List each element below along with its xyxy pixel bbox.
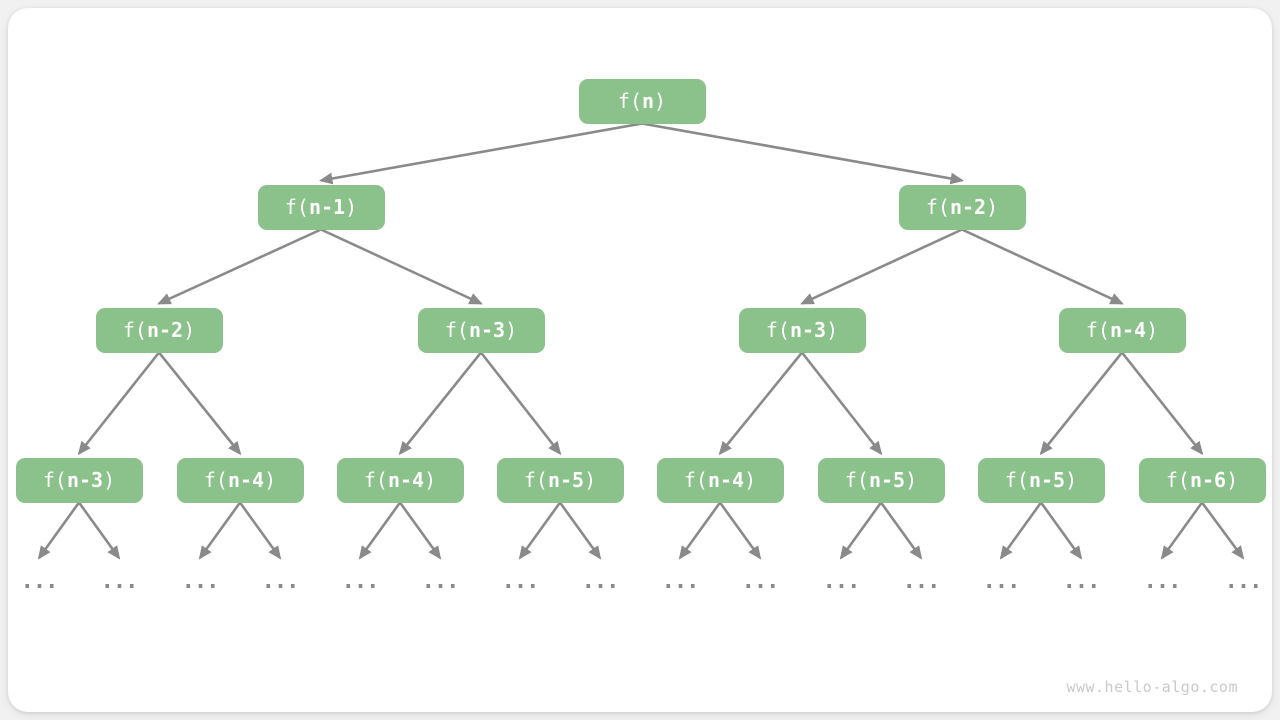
- node-label-argument: n-2: [949, 195, 987, 219]
- node-label-suffix: ): [744, 468, 757, 492]
- node-label-prefix: f(: [1085, 318, 1110, 342]
- node-label-argument: n: [642, 89, 655, 113]
- node-label-prefix: f(: [363, 468, 388, 492]
- node-label-suffix: ): [183, 318, 196, 342]
- node-label-suffix: ): [584, 468, 597, 492]
- node-label-argument: n-3: [468, 318, 506, 342]
- subtree-ellipsis: ...: [661, 569, 700, 594]
- tree-node: f(n-4): [336, 457, 464, 503]
- tree-node: f(n-5): [496, 457, 624, 503]
- subtree-ellipsis: ...: [1143, 569, 1182, 594]
- node-label-suffix: ): [826, 318, 839, 342]
- node-label-suffix: ): [1226, 468, 1239, 492]
- node-label-prefix: f(: [1165, 468, 1190, 492]
- tree-node: f(n-2): [95, 307, 223, 353]
- subtree-ellipsis: ...: [20, 569, 59, 594]
- subtree-ellipsis: ...: [822, 569, 861, 594]
- node-label-suffix: ): [986, 195, 999, 219]
- tree-node: f(n-5): [817, 457, 945, 503]
- watermark: www.hello-algo.com: [1066, 678, 1238, 696]
- tree-node: f(n-3): [738, 307, 866, 353]
- tree-node: f(n-3): [15, 457, 143, 503]
- node-label-suffix: ): [1065, 468, 1078, 492]
- node-label-prefix: f(: [122, 318, 147, 342]
- node-label-argument: n-5: [547, 468, 585, 492]
- node-label-argument: n-4: [227, 468, 265, 492]
- tree-node: f(n-4): [656, 457, 784, 503]
- tree-node: f(n-2): [898, 184, 1026, 230]
- node-label-argument: n-5: [1028, 468, 1066, 492]
- node-label-argument: n-4: [387, 468, 425, 492]
- node-label-suffix: ): [1146, 318, 1159, 342]
- tree-node: f(n-3): [417, 307, 545, 353]
- subtree-ellipsis: ...: [181, 569, 220, 594]
- tree-node: f(n-5): [977, 457, 1105, 503]
- tree-node: f(n-4): [1058, 307, 1186, 353]
- node-label-suffix: ): [905, 468, 918, 492]
- node-label-argument: n-1: [308, 195, 346, 219]
- subtree-ellipsis: ...: [1224, 569, 1263, 594]
- node-label-suffix: ): [345, 195, 358, 219]
- tree-node: f(n): [578, 78, 706, 124]
- node-label-suffix: ): [264, 468, 277, 492]
- node-label-suffix: ): [424, 468, 437, 492]
- tree-node: f(n-6): [1138, 457, 1266, 503]
- node-label-argument: n-3: [789, 318, 827, 342]
- subtree-ellipsis: ...: [902, 569, 941, 594]
- subtree-ellipsis: ...: [501, 569, 540, 594]
- subtree-ellipsis: ...: [982, 569, 1021, 594]
- node-label-prefix: f(: [1004, 468, 1029, 492]
- node-label-prefix: f(: [284, 195, 309, 219]
- node-label-argument: n-2: [146, 318, 184, 342]
- node-label-argument: n-5: [868, 468, 906, 492]
- node-label-argument: n-4: [707, 468, 745, 492]
- node-label-argument: n-3: [66, 468, 104, 492]
- node-label-suffix: ): [505, 318, 518, 342]
- node-label-prefix: f(: [203, 468, 228, 492]
- node-label-suffix: ): [103, 468, 116, 492]
- subtree-ellipsis: ...: [741, 569, 780, 594]
- tree-node: f(n-4): [176, 457, 304, 503]
- node-label-prefix: f(: [42, 468, 67, 492]
- node-label-prefix: f(: [523, 468, 548, 492]
- node-label-prefix: f(: [683, 468, 708, 492]
- node-label-argument: n-6: [1189, 468, 1227, 492]
- subtree-ellipsis: ...: [341, 569, 380, 594]
- subtree-ellipsis: ...: [100, 569, 139, 594]
- subtree-ellipsis: ...: [1062, 569, 1101, 594]
- subtree-ellipsis: ...: [581, 569, 620, 594]
- node-label-prefix: f(: [765, 318, 790, 342]
- node-label-prefix: f(: [444, 318, 469, 342]
- subtree-ellipsis: ...: [261, 569, 300, 594]
- node-label-suffix: ): [654, 89, 667, 113]
- node-label-argument: n-4: [1109, 318, 1147, 342]
- node-label-prefix: f(: [925, 195, 950, 219]
- node-label-prefix: f(: [844, 468, 869, 492]
- subtree-ellipsis: ...: [421, 569, 460, 594]
- tree-node: f(n-1): [257, 184, 385, 230]
- node-label-prefix: f(: [617, 89, 642, 113]
